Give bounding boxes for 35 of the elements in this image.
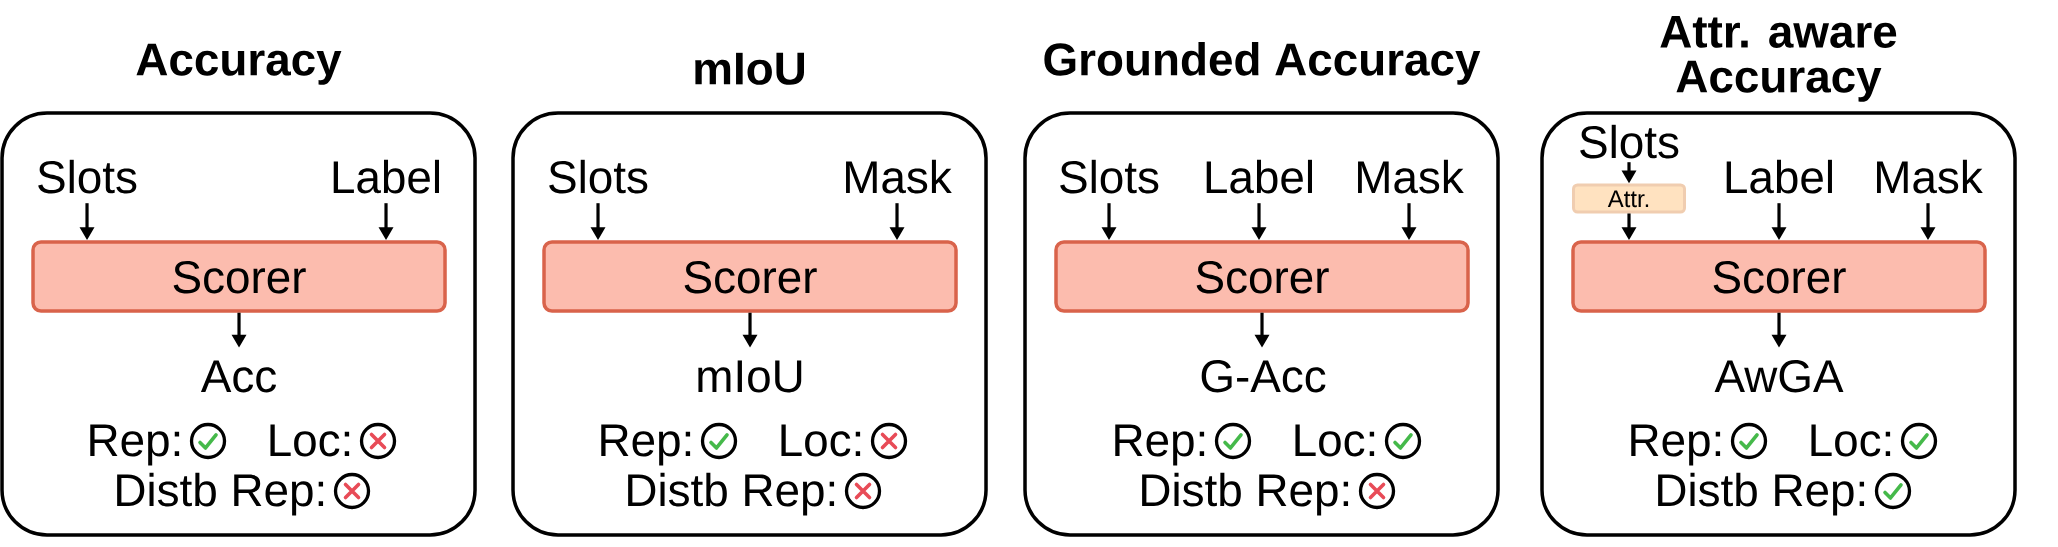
scorer-box: Scorer <box>1054 240 1470 313</box>
scorer-box: Scorer <box>542 240 958 313</box>
input-label: Slots <box>1060 159 1159 194</box>
metric-label: G-Acc <box>1201 360 1326 393</box>
input-label: Label <box>333 159 439 194</box>
input-label: Slots <box>38 159 137 194</box>
status-label: Loc: <box>1295 424 1375 457</box>
attribute-box: Attr. <box>1572 183 1686 214</box>
metric-label: mIoU <box>698 360 802 393</box>
status-label: Rep: <box>1115 424 1205 466</box>
status-label: Distb Rep: <box>1658 472 1865 516</box>
status-label: Rep: <box>1631 424 1721 466</box>
input-label: Slots <box>549 159 648 194</box>
input-label: Mask <box>1877 159 1983 194</box>
status-label: Distb Rep: <box>1142 472 1349 516</box>
panel-title: mIoU <box>695 52 804 85</box>
status-label: Rep: <box>601 424 691 466</box>
status-label: Distb Rep: <box>628 472 835 516</box>
input-label: Label <box>1726 159 1832 194</box>
metric-label: AwGA <box>1714 360 1844 393</box>
status-label: Loc: <box>781 424 861 457</box>
status-label: Distb Rep: <box>117 472 324 516</box>
scorer-box: Scorer <box>31 240 447 313</box>
panel-title: Attr. aware Accuracy <box>1660 15 1897 102</box>
status-label: Rep: <box>90 424 180 466</box>
scorer-box: Scorer <box>1571 240 1987 313</box>
status-label: Loc: <box>270 424 350 457</box>
status-label: Loc: <box>1811 424 1891 457</box>
input-label: Mask <box>1358 159 1464 194</box>
panel-title: Accuracy <box>136 43 342 85</box>
panel-title: Grounded Accuracy <box>1044 42 1481 85</box>
metric-label: Acc <box>200 360 276 393</box>
input-label: Slots <box>1580 124 1679 159</box>
input-label: Mask <box>846 159 952 194</box>
input-label: Label <box>1206 159 1312 194</box>
